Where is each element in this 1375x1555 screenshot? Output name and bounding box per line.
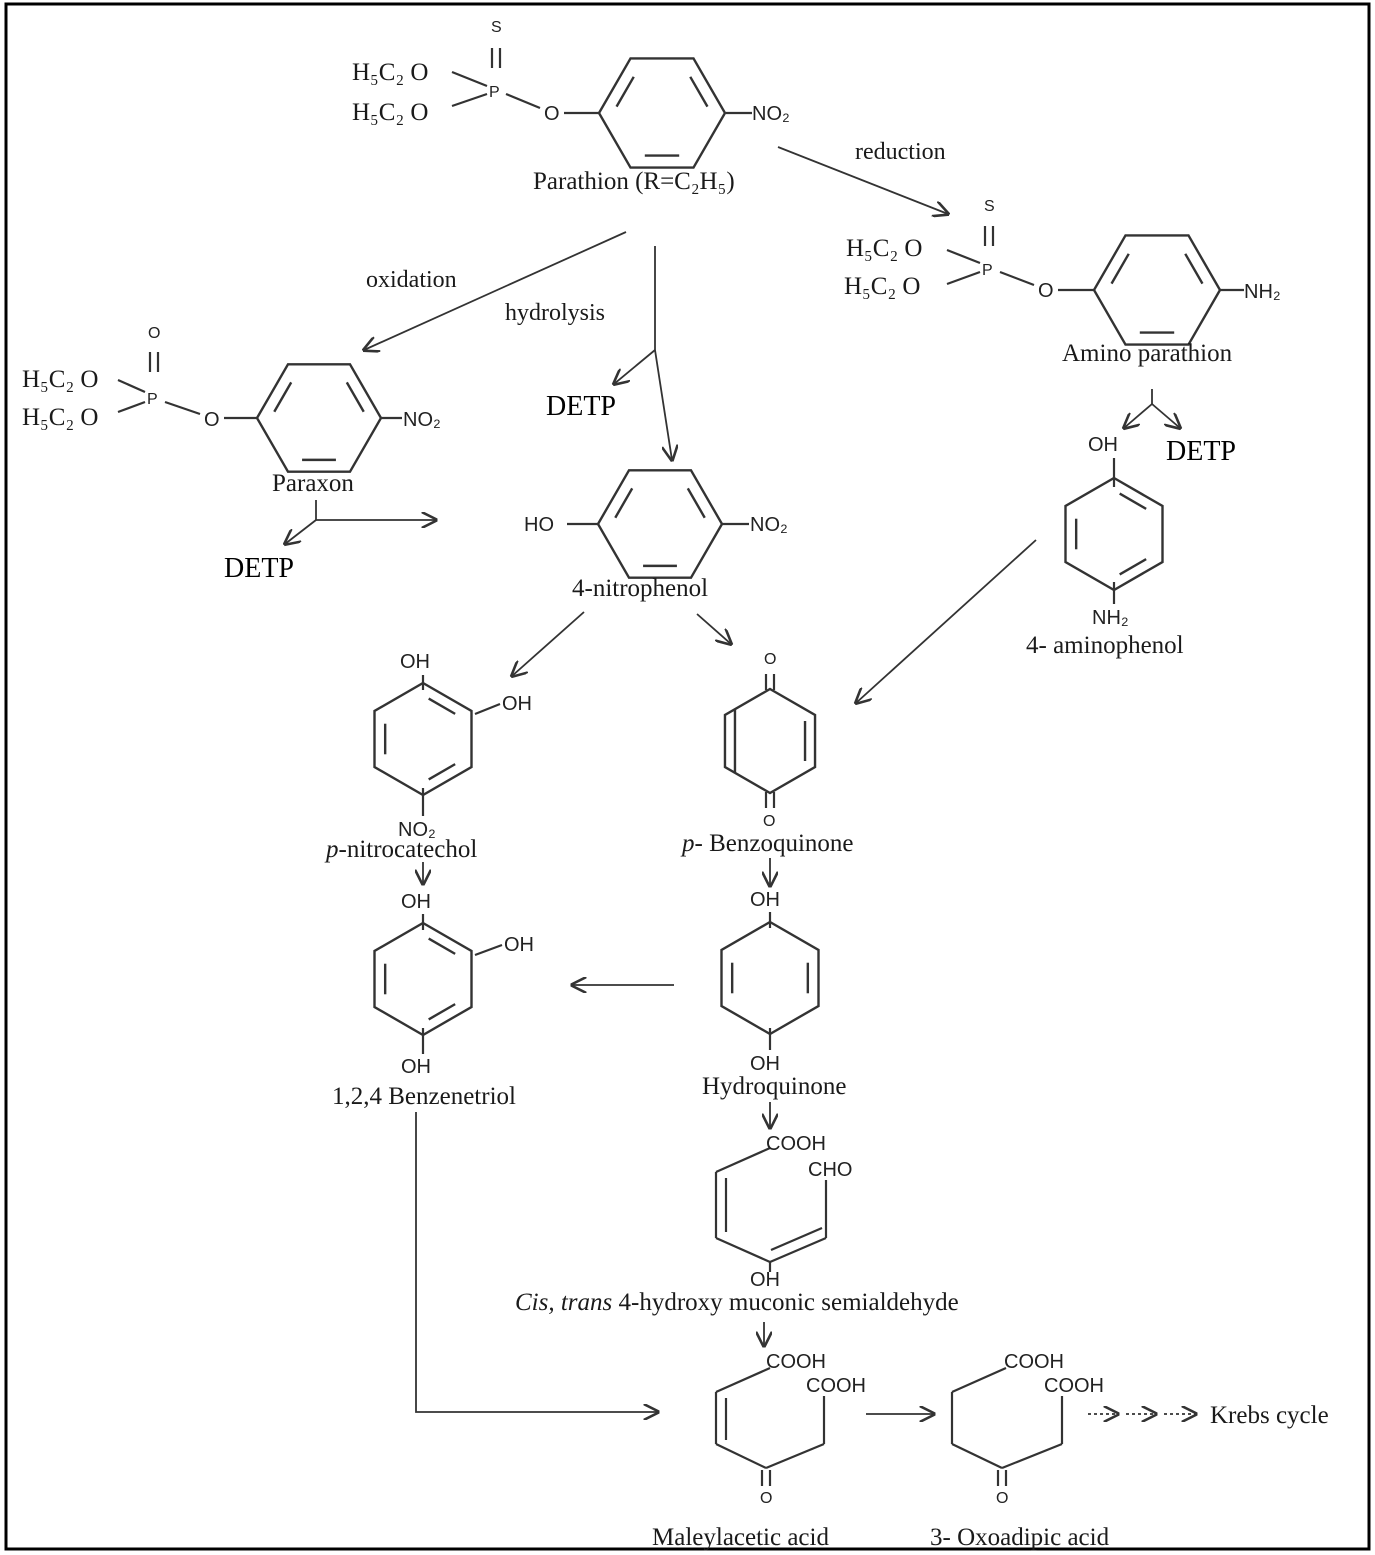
paraxon-benzene-ring: [255, 363, 383, 473]
paraxon-structure: O H₅C₂ O H₅C₂ O P O NO₂ Paraxon: [22, 325, 441, 497]
carboxyl-group-2: COOH: [806, 1375, 866, 1397]
oxo-atom: O: [148, 325, 160, 342]
nitro-group: NO₂: [398, 819, 436, 841]
amino-group: NH₂: [1244, 281, 1281, 303]
parathion-benzene-ring: [597, 57, 727, 169]
amino-parathion-structure: S H₅C₂ O H₅C₂ O P O NH₂ Amino parathion: [844, 198, 1281, 367]
ester-oxygen: O: [544, 103, 560, 125]
ester-oxygen: O: [204, 409, 220, 431]
oxo-atom-1: O: [764, 651, 776, 668]
sulfur-atom: S: [491, 19, 502, 36]
aminophenol-label: 4- aminophenol: [1026, 632, 1184, 659]
reduction-label: reduction: [855, 139, 946, 165]
hydroquinone-benzene-ring: [720, 920, 820, 1036]
arrow-hydrolysis-detp: [614, 349, 656, 384]
phosphorus-atom: P: [147, 391, 158, 408]
benzenetriol-structure: OH OH OH 1,2,4 Benzenetriol: [332, 891, 534, 1110]
sulfur-atom: S: [984, 198, 995, 215]
hydroxyl-group-1: OH: [750, 889, 780, 911]
nitro-group: NO₂: [752, 103, 790, 125]
hydroquinone-structure: OH OH Hydroquinone: [702, 889, 846, 1100]
maleylacetic-acid-label: Maleylacetic acid: [652, 1524, 829, 1551]
carboxyl-group-2: COOH: [1044, 1375, 1104, 1397]
nitro-group: NO₂: [750, 514, 788, 536]
nitrocatechol-benzene-ring: [373, 681, 473, 797]
oxo-atom-2: O: [763, 813, 775, 830]
arrow-paraxon-detp: [285, 519, 317, 544]
nitrocatechol-structure: OH OH NO₂ p-nitrocatechol: [324, 651, 532, 863]
arrow-amino-aminophenol: [1124, 403, 1153, 428]
arrow-aminophenol-benzoquinone: [856, 539, 1037, 703]
benzoquinone-label: p- Benzoquinone: [680, 830, 854, 857]
phosphorus-atom: P: [982, 262, 993, 279]
nitrocatechol-label: p-nitrocatechol: [324, 836, 477, 863]
nitro-group: NO₂: [403, 409, 441, 431]
paraxon-label: Paraxon: [272, 470, 354, 497]
ester-oxygen: O: [1038, 280, 1054, 302]
hydroxyl-group-3: OH: [401, 1056, 431, 1078]
aminophenol-structure: OH NH₂ 4- aminophenol: [1026, 434, 1184, 659]
nitrophenol-structure: HO NO₂ 4-nitrophenol: [524, 514, 788, 602]
aminophenol-benzene-ring: [1064, 476, 1164, 592]
ethoxy-group-1: H₅C₂ O: [22, 366, 98, 393]
arrow-oxidation: [364, 231, 627, 350]
ethoxy-group-1: H₅C₂ O: [846, 235, 922, 262]
parathion-structure: S H₅C₂ O H₅C₂ O P O NO₂ Parathion (R=C₂H…: [352, 19, 790, 195]
detp-paraxon: DETP: [224, 553, 294, 584]
arrow-reduction: [777, 146, 948, 214]
ethoxy-group-2: H₅C₂ O: [22, 404, 98, 431]
maleylacetic-acid-structure: COOH COOH O Maleylacetic acid: [652, 1351, 866, 1551]
nitrophenol-label: 4-nitrophenol: [572, 575, 708, 602]
carboxyl-group-1: COOH: [766, 1351, 826, 1373]
hydrolysis-label: hydrolysis: [505, 300, 605, 326]
hydroxyl-group: HO: [524, 514, 554, 536]
parathion-label: Parathion (R=C₂H₅): [533, 168, 735, 195]
oxo-atom: O: [760, 1490, 772, 1507]
arrow-layer: [285, 146, 1196, 1414]
amino-group: NH₂: [1092, 607, 1129, 629]
carboxyl-group: COOH: [766, 1133, 826, 1155]
ethoxy-group-2: H₅C₂ O: [844, 273, 920, 300]
figure-frame: [4, 2, 1371, 1551]
benzoquinone-structure: O O p- Benzoquinone: [680, 651, 854, 857]
hydroxyl-group: OH: [1088, 434, 1118, 456]
amino-parathion-benzene-ring: [1092, 234, 1222, 346]
benzenetriol-label: 1,2,4 Benzenetriol: [332, 1083, 516, 1110]
ethoxy-group-2: H₅C₂ O: [352, 99, 428, 126]
hydroxyl-group-2: OH: [502, 693, 532, 715]
nitrophenol-benzene-ring: [596, 469, 724, 579]
muconic-semialdehyde-label: Cis, trans 4-hydroxy muconic semialdehyd…: [515, 1289, 959, 1316]
carboxyl-group-1: COOH: [1004, 1351, 1064, 1373]
muconic-semialdehyde-structure: COOH CHO OH Cis, trans 4-hydroxy muconic…: [515, 1133, 959, 1316]
ethoxy-group-1: H₅C₂ O: [352, 59, 428, 86]
hydroxyl-group-2: OH: [504, 934, 534, 956]
krebs-cycle-label: Krebs cycle: [1210, 1402, 1329, 1429]
arrow-amino-detp: [1151, 403, 1180, 428]
aldehyde-group: CHO: [808, 1159, 852, 1181]
oxidation-label: oxidation: [366, 267, 457, 293]
arrow-nitrophenol-benzoquinone: [696, 613, 731, 644]
hydroquinone-label: Hydroquinone: [702, 1073, 846, 1100]
phosphorus-atom: P: [489, 84, 500, 101]
oxoadipic-acid-label: 3- Oxoadipic acid: [930, 1524, 1110, 1551]
detp-amino-parathion: DETP: [1166, 436, 1236, 467]
benzenetriol-benzene-ring: [373, 921, 473, 1037]
hydroxyl-group-1: OH: [401, 891, 431, 913]
ring-layer: [255, 57, 1222, 1037]
detp-hydrolysis: DETP: [546, 391, 616, 422]
oxo-atom: O: [996, 1490, 1008, 1507]
hydroxyl-group-2: OH: [750, 1053, 780, 1075]
arrow-benzenetriol-maleylacetic: [415, 1112, 658, 1412]
hydroxyl-group-1: OH: [400, 651, 430, 673]
arrow-hydrolysis-nitrophenol: [654, 349, 672, 460]
oxoadipic-acid-structure: COOH COOH O 3- Oxoadipic acid: [930, 1351, 1110, 1551]
hydroxyl-group: OH: [750, 1269, 780, 1291]
amino-parathion-label: Amino parathion: [1062, 340, 1233, 367]
benzoquinone-ring: [723, 687, 817, 795]
arrow-nitrophenol-nitrocatechol: [512, 611, 585, 676]
